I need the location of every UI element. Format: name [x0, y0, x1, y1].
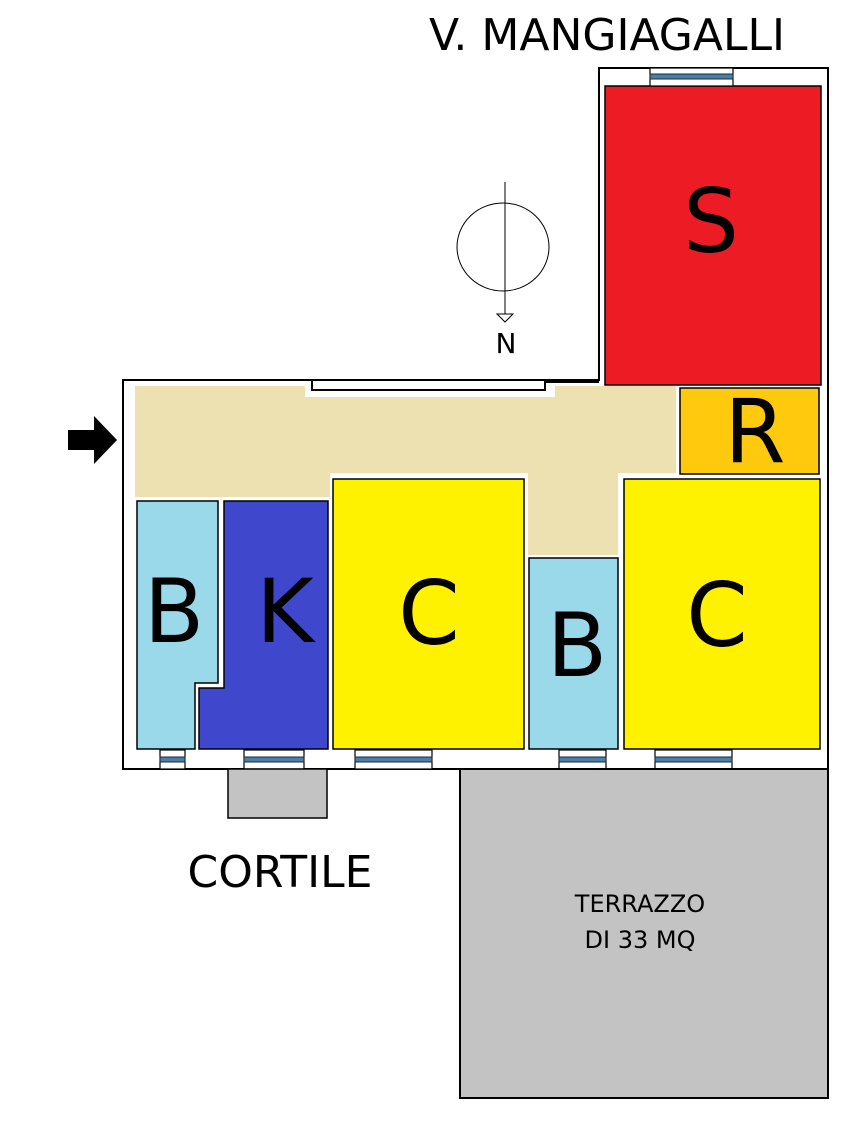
- label-camera-2: C: [686, 564, 747, 667]
- room-bagno-1: [136, 500, 219, 750]
- terrace: [459, 768, 829, 1099]
- terrace-label-line2: DI 33 MQ: [585, 926, 696, 954]
- window: [354, 749, 433, 770]
- street-name: V. MANGIAGALLI: [429, 10, 785, 61]
- label-bagno-1: B: [144, 560, 204, 663]
- window: [558, 749, 607, 770]
- window: [159, 749, 186, 770]
- room-cucina: [198, 500, 329, 750]
- label-camera-1: C: [398, 562, 459, 665]
- compass-north-label: N: [496, 327, 517, 360]
- label-cucina: K: [256, 560, 316, 663]
- entrance-arrow-icon: [68, 416, 117, 464]
- hall-wall: [123, 379, 599, 391]
- courtyard-label: CORTILE: [188, 847, 373, 898]
- window: [243, 749, 305, 770]
- room-soggiorno: [604, 85, 822, 386]
- courtyard-box: [227, 768, 328, 819]
- label-bagno-2: B: [547, 594, 607, 697]
- room-ripostiglio: [679, 387, 820, 475]
- room-bagno-2: [528, 557, 619, 750]
- window: [649, 67, 734, 87]
- terrace-label-line1: TERRAZZO: [574, 890, 705, 918]
- label-ripostiglio: R: [724, 380, 785, 483]
- room-camera-1: [332, 478, 525, 750]
- hallway: [135, 386, 676, 555]
- room-camera-2: [623, 478, 821, 750]
- label-soggiorno: S: [683, 170, 739, 273]
- window: [654, 749, 733, 770]
- compass-icon: [456, 182, 550, 323]
